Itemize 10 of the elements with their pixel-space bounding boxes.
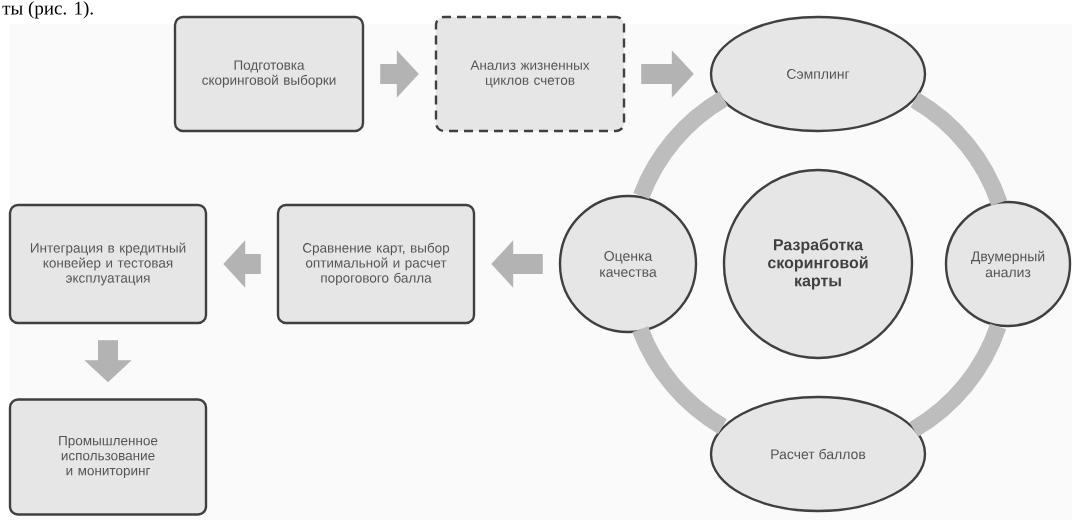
ring-arc	[632, 326, 727, 434]
process-box: Анализ жизненных циклов счетов	[434, 15, 626, 133]
process-box: Подготовка скоринговой выборки	[173, 15, 365, 133]
process-box: Интеграция в кредитный конвейер и тестовая эксплуатация	[8, 203, 208, 325]
text-fragment: ты (рис. 1).	[2, 1, 93, 19]
process-box: Промышленное использование и мониторинг	[8, 398, 208, 516]
process-box: Сравнение карт, выбор оптимальной и расчет порогового балла	[276, 203, 476, 325]
ring-arc	[633, 91, 729, 200]
ring-arc	[910, 92, 1008, 206]
ring-arc	[909, 323, 1007, 437]
